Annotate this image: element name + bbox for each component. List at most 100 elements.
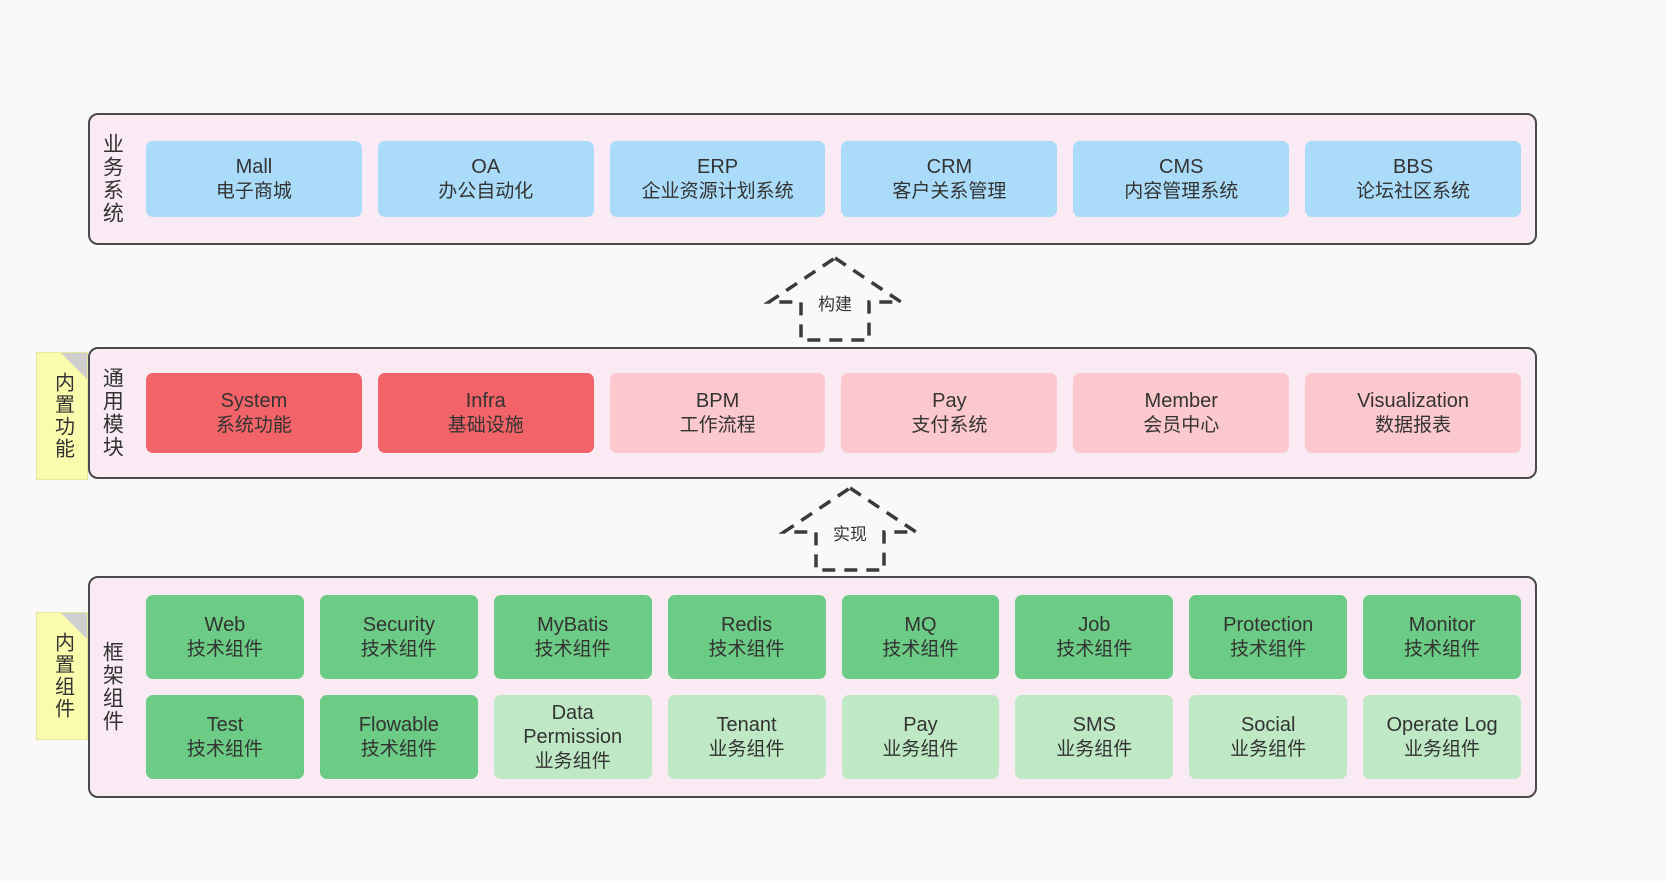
card-title: Job — [1078, 614, 1111, 637]
card-title: Tenant — [716, 714, 777, 737]
card-pay[interactable]: Pay 支付系统 — [841, 373, 1058, 453]
card-title: Pay — [932, 390, 967, 413]
card-mall[interactable]: Mall 电子商城 — [146, 141, 362, 217]
card-job[interactable]: Job 技术组件 — [1015, 595, 1174, 679]
layer-business-systems: 业务系统 Mall 电子商城 OA 办公自动化 ERP 企业资源计划系统 CRM… — [88, 113, 1537, 245]
card-subtitle: 企业资源计划系统 — [641, 180, 794, 202]
card-title: MQ — [904, 614, 937, 637]
card-row: Mall 电子商城 OA 办公自动化 ERP 企业资源计划系统 CRM 客户关系… — [146, 141, 1521, 217]
card-title: Pay — [903, 714, 938, 737]
card-title: Mall — [235, 156, 273, 179]
generalization-arrow-build: 构建 — [750, 252, 920, 344]
card-cms[interactable]: CMS 内容管理系统 — [1073, 141, 1290, 217]
layer-framework-components: 框架组件 Web 技术组件 Security 技术组件 MyBatis 技术组件… — [88, 576, 1537, 798]
card-title: ERP — [697, 156, 739, 179]
card-erp[interactable]: ERP 企业资源计划系统 — [609, 141, 826, 217]
card-subtitle: 技术组件 — [360, 638, 437, 660]
layer-title-business: 业务系统 — [100, 133, 124, 225]
card-subtitle: 技术组件 — [708, 638, 785, 660]
card-subtitle: 系统功能 — [215, 414, 292, 436]
card-bbs[interactable]: BBS 论坛社区系统 — [1305, 141, 1521, 217]
card-tenant[interactable]: Tenant 业务组件 — [667, 695, 826, 779]
card-subtitle: 技术组件 — [882, 638, 959, 660]
card-title: Member — [1144, 390, 1218, 413]
card-mq[interactable]: MQ 技术组件 — [841, 595, 1000, 679]
sticky-label: 内置组件 — [51, 632, 74, 720]
sticky-fold-corner-icon — [61, 613, 87, 639]
card-subtitle: 支付系统 — [911, 414, 988, 436]
card-title: System — [220, 390, 288, 413]
card-oa[interactable]: OA 办公自动化 — [377, 141, 594, 217]
arrow-shape-icon — [778, 485, 922, 572]
card-data-permission[interactable]: Data Permission 业务组件 — [493, 695, 652, 779]
card-subtitle: 技术组件 — [360, 738, 437, 760]
card-title: Visualization — [1357, 390, 1470, 413]
arrow-shape-icon — [763, 255, 907, 342]
card-subtitle: 技术组件 — [186, 738, 263, 760]
card-operate-log[interactable]: Operate Log 业务组件 — [1363, 695, 1521, 779]
card-title: Flowable — [358, 714, 439, 737]
card-protection[interactable]: Protection 技术组件 — [1189, 595, 1348, 679]
card-title: Social — [1240, 714, 1296, 737]
card-title: BPM — [695, 390, 740, 413]
card-subtitle: 业务组件 — [534, 750, 611, 772]
card-social[interactable]: Social 业务组件 — [1189, 695, 1348, 779]
card-subtitle: 客户关系管理 — [892, 180, 1007, 202]
layer-body-business: Mall 电子商城 OA 办公自动化 ERP 企业资源计划系统 CRM 客户关系… — [132, 115, 1535, 243]
card-system[interactable]: System 系统功能 — [146, 373, 362, 453]
card-title: Redis — [720, 614, 773, 637]
card-row: Test 技术组件 Flowable 技术组件 Data Permission … — [146, 695, 1521, 779]
card-subtitle: 技术组件 — [534, 638, 611, 660]
card-title: BBS — [1393, 156, 1434, 179]
card-member[interactable]: Member 会员中心 — [1073, 373, 1290, 453]
card-subtitle: 技术组件 — [186, 638, 263, 660]
arrow-label-build: 构建 — [815, 290, 855, 315]
card-subtitle: 技术组件 — [1230, 638, 1307, 660]
card-title: Data Permission — [523, 702, 623, 749]
card-subtitle: 技术组件 — [1404, 638, 1481, 660]
card-test[interactable]: Test 技术组件 — [146, 695, 304, 779]
card-web[interactable]: Web 技术组件 — [146, 595, 304, 679]
card-title: Monitor — [1408, 614, 1476, 637]
card-mybatis[interactable]: MyBatis 技术组件 — [493, 595, 652, 679]
card-subtitle: 业务组件 — [1230, 738, 1307, 760]
card-subtitle: 业务组件 — [882, 738, 959, 760]
card-subtitle: 论坛社区系统 — [1356, 180, 1471, 202]
card-subtitle: 内容管理系统 — [1124, 180, 1239, 202]
sticky-fold-corner-icon — [61, 353, 87, 379]
card-title: Test — [206, 714, 244, 737]
card-pay-business[interactable]: Pay 业务组件 — [841, 695, 1000, 779]
card-visualization[interactable]: Visualization 数据报表 — [1305, 373, 1521, 453]
card-title: Web — [204, 614, 246, 637]
card-infra[interactable]: Infra 基础设施 — [377, 373, 594, 453]
sticky-note-builtin-components: 内置组件 — [36, 612, 88, 740]
sticky-label: 内置功能 — [51, 372, 74, 460]
layer-title-framework: 框架组件 — [100, 641, 124, 733]
card-title: Security — [362, 614, 435, 637]
generalization-arrow-implement: 实现 — [765, 482, 935, 574]
card-subtitle: 业务组件 — [708, 738, 785, 760]
card-subtitle: 会员中心 — [1143, 414, 1220, 436]
card-row: Web 技术组件 Security 技术组件 MyBatis 技术组件 Redi… — [146, 595, 1521, 679]
card-subtitle: 工作流程 — [679, 414, 756, 436]
sticky-note-builtin-features: 内置功能 — [36, 352, 88, 480]
card-bpm[interactable]: BPM 工作流程 — [609, 373, 826, 453]
card-subtitle: 技术组件 — [1056, 638, 1133, 660]
card-monitor[interactable]: Monitor 技术组件 — [1363, 595, 1521, 679]
card-security[interactable]: Security 技术组件 — [319, 595, 478, 679]
layer-title-modules: 通用模块 — [100, 367, 124, 459]
card-title: CMS — [1159, 156, 1204, 179]
card-title: Operate Log — [1386, 714, 1498, 737]
card-redis[interactable]: Redis 技术组件 — [667, 595, 826, 679]
card-subtitle: 电子商城 — [215, 180, 292, 202]
card-crm[interactable]: CRM 客户关系管理 — [841, 141, 1058, 217]
card-title: MyBatis — [537, 614, 609, 637]
card-subtitle: 办公自动化 — [438, 180, 534, 202]
card-flowable[interactable]: Flowable 技术组件 — [319, 695, 478, 779]
card-row: System 系统功能 Infra 基础设施 BPM 工作流程 Pay 支付系统… — [146, 373, 1521, 453]
card-subtitle: 业务组件 — [1056, 738, 1133, 760]
card-sms[interactable]: SMS 业务组件 — [1015, 695, 1174, 779]
layer-general-modules: 通用模块 System 系统功能 Infra 基础设施 BPM 工作流程 Pay… — [88, 347, 1537, 479]
card-title: OA — [471, 156, 501, 179]
